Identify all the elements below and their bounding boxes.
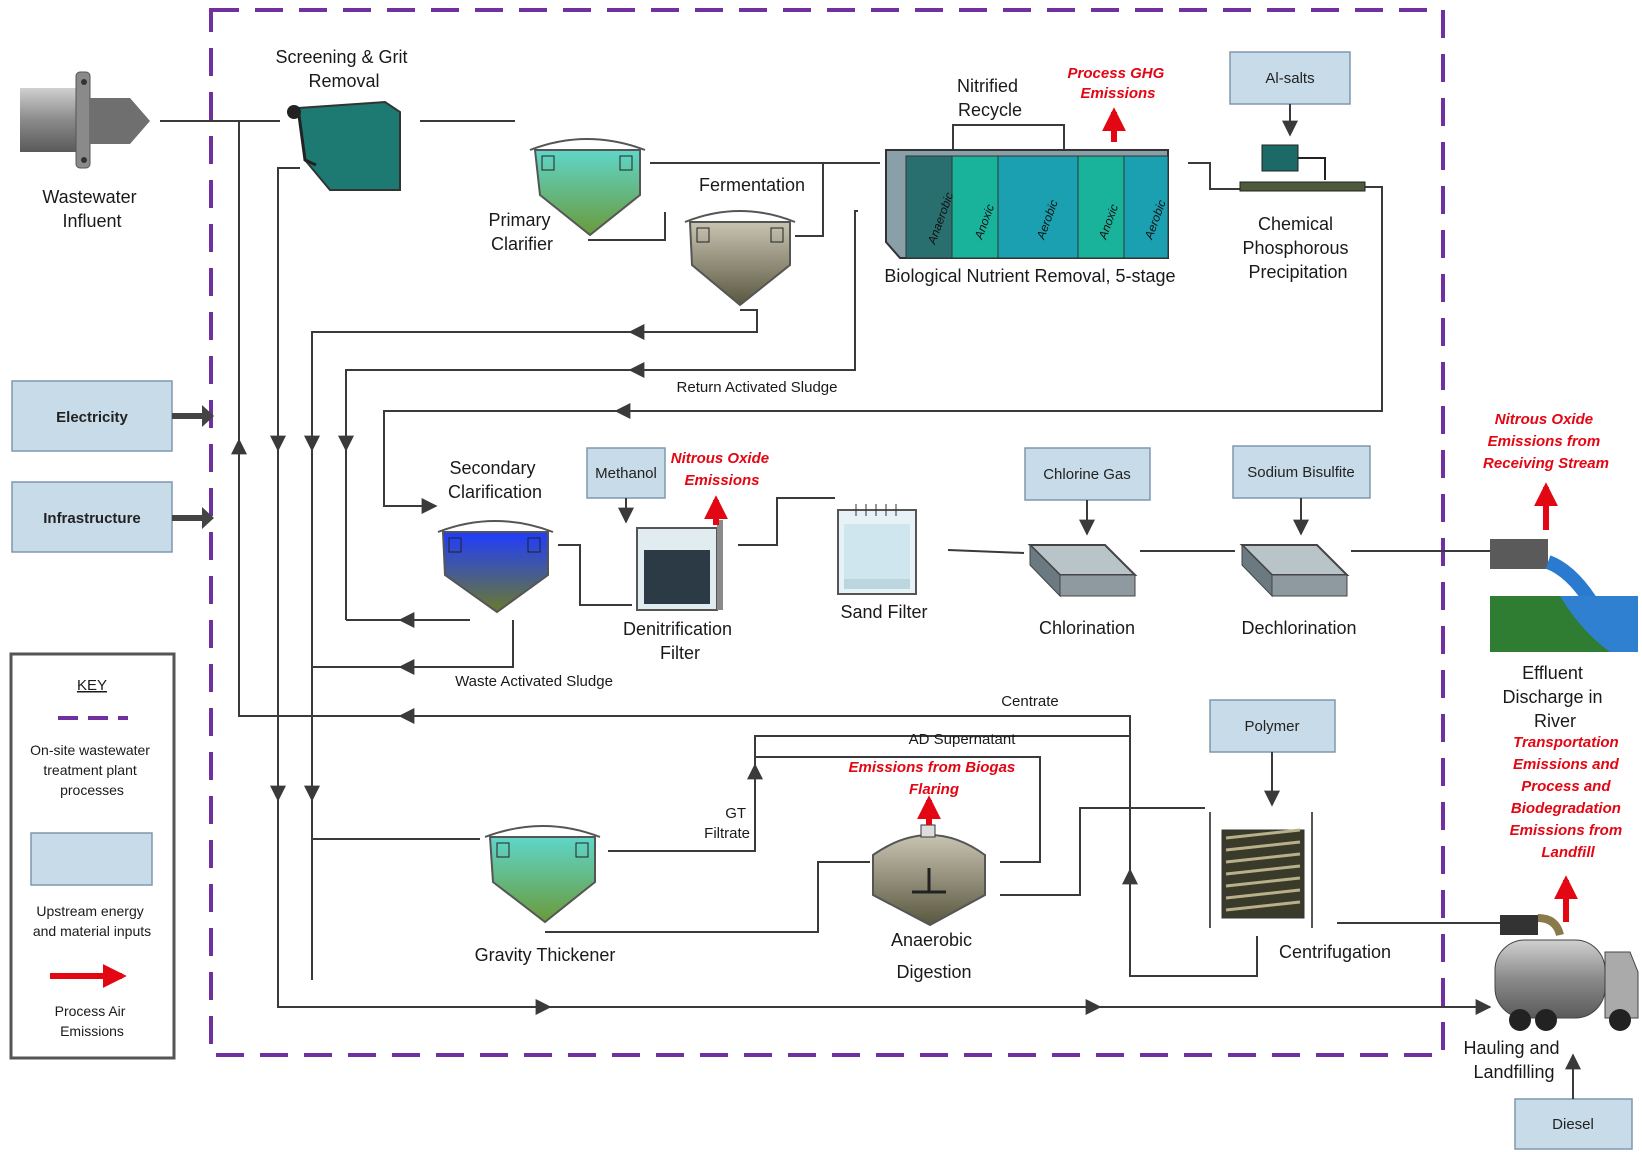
denitrification-filter-label: Denitrification Filter	[623, 619, 737, 663]
electricity-label: Electricity	[56, 409, 128, 426]
key-title: KEY	[77, 677, 107, 694]
ras-label: Return Activated Sludge	[677, 379, 838, 396]
screening-unit	[287, 100, 401, 191]
biogas-flaring-label: Emissions from Biogas Flaring	[849, 759, 1020, 798]
input-electricity: Electricity	[11, 380, 214, 452]
denitrification-filter	[636, 520, 723, 611]
input-infrastructure: Infrastructure	[11, 481, 214, 553]
hauling-truck	[1494, 914, 1639, 1031]
secondary-clarification-label: Secondary Clarification	[448, 458, 542, 502]
dechlorination-tank	[1239, 543, 1350, 598]
was-label: Waste Activated Sludge	[455, 673, 613, 690]
input-methanol: Methanol	[586, 447, 666, 524]
sand-filter	[837, 504, 917, 595]
bnr-basin: Anaerobic Anoxic Aerobic Anoxic Aerobic	[885, 149, 1169, 259]
anaerobic-digester	[872, 824, 986, 927]
key-air-label: Process Air Emissions	[55, 1003, 130, 1039]
nitrified-recycle-label: Nitrified Recycle	[957, 76, 1023, 120]
input-chlorine-gas: Chlorine Gas	[1024, 447, 1151, 536]
infrastructure-label: Infrastructure	[43, 510, 141, 527]
effluent-label: Effluent Discharge in River	[1502, 663, 1607, 731]
screening-label: Screening & Grit Removal	[275, 47, 412, 91]
sand-filter-label: Sand Filter	[840, 602, 927, 622]
key-boundary-label: On-site wastewater treatment plant proce…	[30, 742, 154, 798]
primary-clarifier	[529, 138, 646, 237]
influent-pipe	[20, 71, 150, 169]
chem-phos-unit	[1239, 144, 1366, 192]
centrifuge	[1209, 812, 1313, 928]
legend-key: KEY On-site wastewater treatment plant p…	[9, 652, 176, 1060]
input-diesel: Diesel	[1514, 1053, 1633, 1150]
input-sodium-bisulfite: Sodium Bisulfite	[1232, 445, 1371, 536]
fermentation-label: Fermentation	[699, 175, 805, 195]
polymer-label: Polymer	[1244, 718, 1299, 735]
key-upstream-label: Upstream energy and material inputs	[33, 903, 151, 939]
nitrous-oxide-stream-label: Nitrous Oxide Emissions from Receiving S…	[1483, 411, 1609, 472]
process-ghg-emissions-label: Process GHG Emissions	[1068, 65, 1169, 102]
nitrous-oxide-denit-label: Nitrous Oxide Emissions	[671, 450, 774, 489]
gt-filtrate-label: GT Filtrate	[704, 805, 750, 842]
centrate-label: Centrate	[1001, 693, 1059, 710]
effluent-outfall	[1490, 539, 1638, 652]
dechlorination-label: Dechlorination	[1241, 618, 1356, 638]
landfill-emissions-label: Transportation Emissions and Process and…	[1510, 734, 1627, 861]
centrifugation-label: Centrifugation	[1279, 942, 1391, 962]
bnr-label: Biological Nutrient Removal, 5-stage	[884, 266, 1175, 286]
wastewater-influent-label: Wastewater Influent	[42, 187, 141, 231]
ad-supernatant-label: AD Supernatant	[909, 731, 1017, 748]
gravity-thickener-label: Gravity Thickener	[475, 945, 616, 965]
anaerobic-digestion-label: Anaerobic Digestion	[891, 930, 977, 982]
sodium-bisulfite-label: Sodium Bisulfite	[1247, 464, 1355, 481]
chlorine-gas-label: Chlorine Gas	[1043, 466, 1131, 483]
al-salts-label: Al-salts	[1265, 70, 1314, 87]
secondary-clarifier	[437, 520, 554, 614]
input-al-salts: Al-salts	[1229, 51, 1351, 137]
plant-boundary	[209, 8, 1445, 1057]
chlorination-label: Chlorination	[1039, 618, 1135, 638]
methanol-label: Methanol	[595, 465, 657, 482]
input-polymer: Polymer	[1209, 699, 1336, 807]
gravity-thickener	[484, 825, 601, 924]
fermentation-tank	[684, 210, 796, 307]
flow-lines	[160, 120, 1500, 1015]
hauling-label: Hauling and Landfilling	[1463, 1038, 1564, 1082]
diesel-label: Diesel	[1552, 1116, 1594, 1133]
chlorination-tank	[1027, 543, 1138, 598]
chem-phos-label: Chemical Phosphorous Precipitation	[1242, 214, 1353, 282]
primary-clarifier-label: Primary Clarifier	[488, 210, 555, 254]
